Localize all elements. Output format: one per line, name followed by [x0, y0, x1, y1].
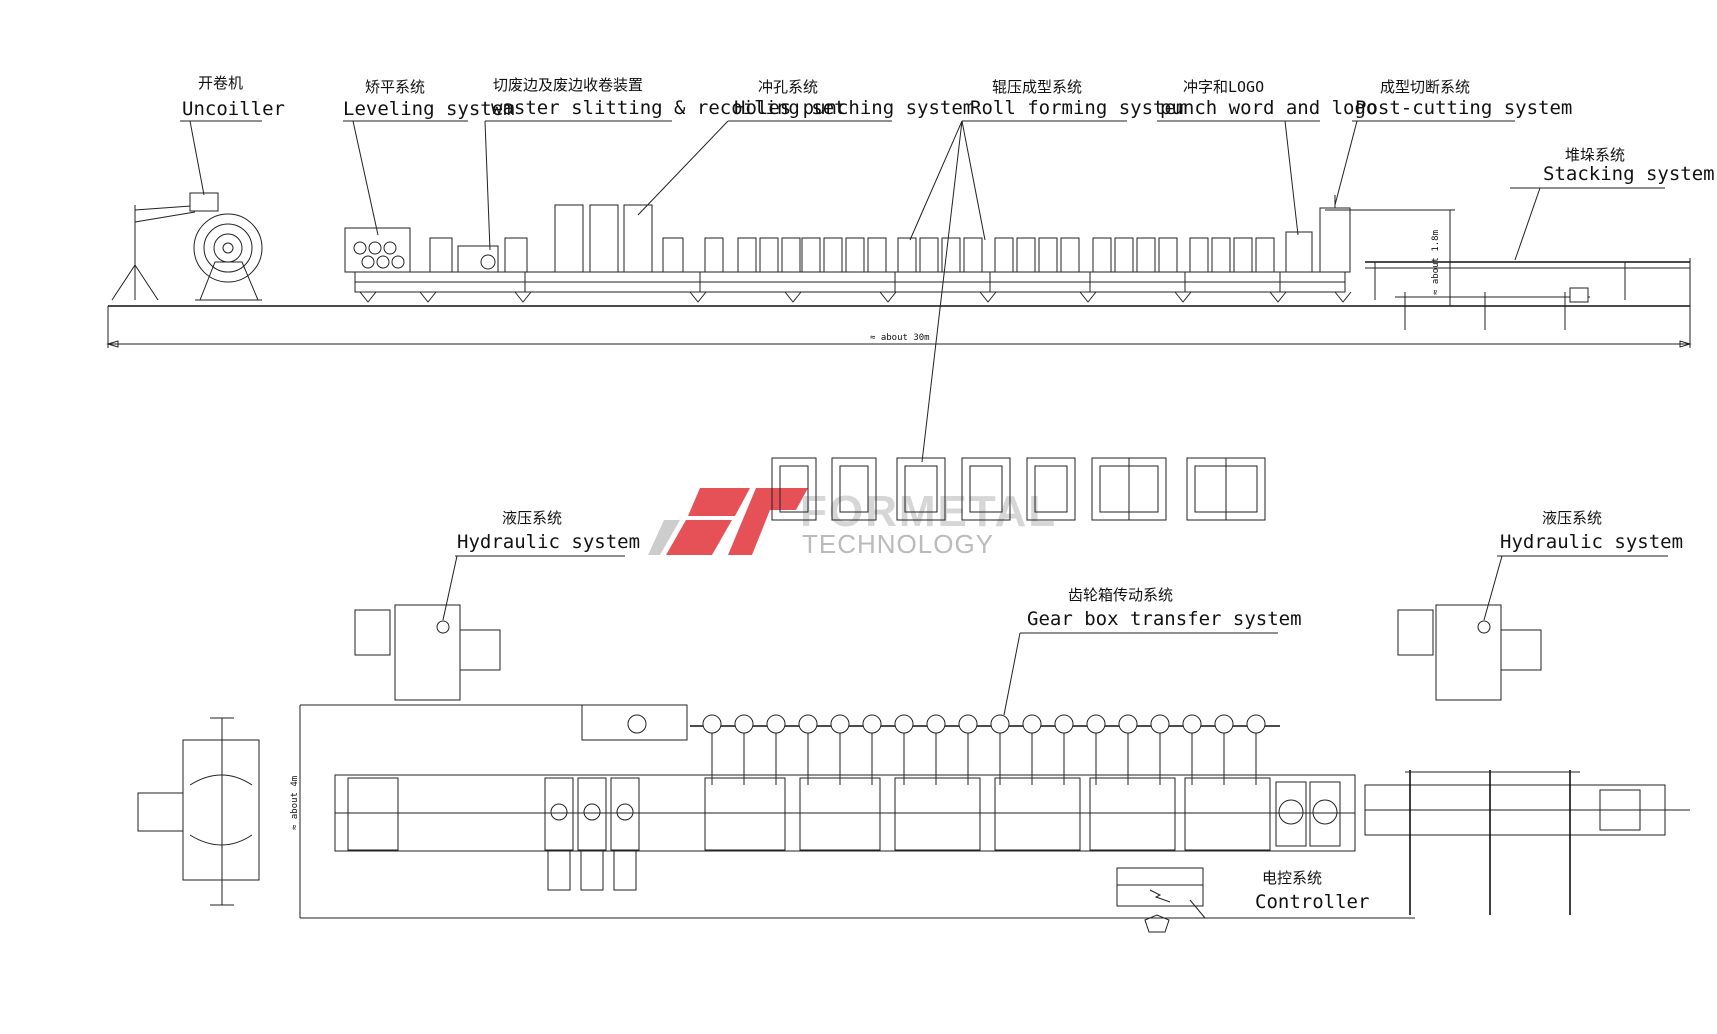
elevation-view: ≈ about 30m	[106, 192, 1692, 348]
label-stacking: 堆垛系统 Stacking system	[1510, 146, 1715, 261]
stacking-plan	[1364, 770, 1690, 915]
roll-profile-detail	[771, 457, 1266, 521]
svg-text:辊压成型系统: 辊压成型系统	[992, 78, 1082, 96]
svg-text:冲字和LOGO: 冲字和LOGO	[1183, 78, 1264, 96]
hydraulic-unit-right	[1397, 604, 1542, 701]
profile-group-7	[1186, 457, 1266, 521]
logo-and-cutting-units	[1285, 195, 1351, 273]
label-controller: 电控系统 Controller	[1189, 869, 1415, 919]
punching-stations	[504, 204, 684, 273]
svg-text:冲孔系统: 冲孔系统	[758, 78, 818, 96]
main-base-frame	[354, 271, 1352, 303]
svg-text:电控系统: 电控系统	[1262, 869, 1322, 887]
label-punching: 冲孔系统 Holes punching system	[637, 78, 974, 216]
svg-text:成型切断系统: 成型切断系统	[1380, 78, 1470, 96]
profile-group-2	[831, 457, 877, 521]
gearbox-drive-row	[581, 704, 1280, 785]
operator-icon	[1144, 914, 1170, 933]
svg-text:液压系统: 液压系统	[1542, 509, 1602, 527]
bottom-labels: 液压系统 Hydraulic system 液压系统 Hydraulic sys…	[442, 509, 1683, 919]
profile-group-4	[961, 457, 1011, 521]
gearbox-units	[627, 714, 1266, 734]
watermark: FORMETAL TECHNOLOGY	[648, 487, 1055, 559]
svg-text:Post-cutting system: Post-cutting system	[1355, 97, 1572, 119]
plan-main-frame	[334, 774, 1356, 891]
svg-text:Stacking system: Stacking system	[1543, 163, 1715, 185]
stacking-machine	[1365, 261, 1690, 330]
label-hydraulic-left: 液压系统 Hydraulic system	[442, 509, 640, 621]
controller-cabinet	[1116, 867, 1204, 933]
svg-text:Uncoiller: Uncoiller	[182, 98, 285, 120]
leveling-machine	[344, 227, 499, 273]
profile-group-6	[1091, 457, 1167, 521]
dimension-width: ≈ about 4m	[290, 776, 300, 830]
hydraulic-unit-left	[354, 604, 501, 701]
profile-group-1	[771, 457, 817, 521]
svg-text:Roll forming system: Roll forming system	[970, 97, 1187, 119]
label-slitting: 切废边及废边收卷装置 waster slitting & recoiling s…	[484, 76, 846, 251]
label-logo: 冲字和LOGO punch word and logo	[1157, 78, 1377, 236]
svg-text:Gear box transfer system: Gear box transfer system	[1027, 608, 1302, 630]
label-rollforming: 辊压成型系统 Roll forming system	[909, 78, 1187, 463]
svg-text:Holes punching system: Holes punching system	[734, 97, 974, 119]
svg-text:Leveling system: Leveling system	[343, 98, 515, 120]
label-uncoiller: 开卷机 Uncoiller	[180, 74, 285, 196]
top-labels: 开卷机 Uncoiller 矫平系统 Leveling system 切废边及废…	[180, 74, 1715, 463]
label-gearbox: 齿轮箱传动系统 Gear box transfer system	[1003, 586, 1302, 716]
profile-group-5	[1026, 457, 1076, 521]
label-leveling: 矫平系统 Leveling system	[343, 78, 515, 236]
uncoiller-plan	[137, 717, 260, 906]
drive-shafts	[711, 733, 1257, 785]
svg-text:矫平系统: 矫平系统	[365, 78, 425, 96]
dimension-length: ≈ about 30m	[870, 333, 930, 343]
svg-text:堆垛系统: 堆垛系统	[1565, 146, 1625, 164]
svg-text:齿轮箱传动系统: 齿轮箱传动系统	[1068, 586, 1173, 604]
roll-forming-stands	[704, 237, 1275, 273]
svg-text:Hydraulic system: Hydraulic system	[457, 531, 640, 553]
watermark-sub: TECHNOLOGY	[802, 529, 994, 559]
label-hydraulic-right: 液压系统 Hydraulic system	[1483, 509, 1683, 621]
svg-text:waster slitting & recoiling se: waster slitting & recoiling set	[491, 97, 846, 119]
plan-view: ≈ about 4m	[137, 604, 1690, 933]
svg-text:Controller: Controller	[1255, 891, 1369, 913]
svg-text:开卷机: 开卷机	[198, 74, 243, 92]
svg-text:punch word and logo: punch word and logo	[1160, 97, 1377, 119]
svg-text:切废边及废边收卷装置: 切废边及废边收卷装置	[493, 76, 643, 94]
svg-text:Hydraulic system: Hydraulic system	[1500, 531, 1683, 553]
watermark-logo-icon	[648, 488, 808, 555]
label-postcut: 成型切断系统 Post-cutting system	[1334, 78, 1572, 206]
profile-group-3	[896, 457, 946, 521]
svg-text:液压系统: 液压系统	[502, 509, 562, 527]
uncoiller-machine	[111, 192, 263, 301]
